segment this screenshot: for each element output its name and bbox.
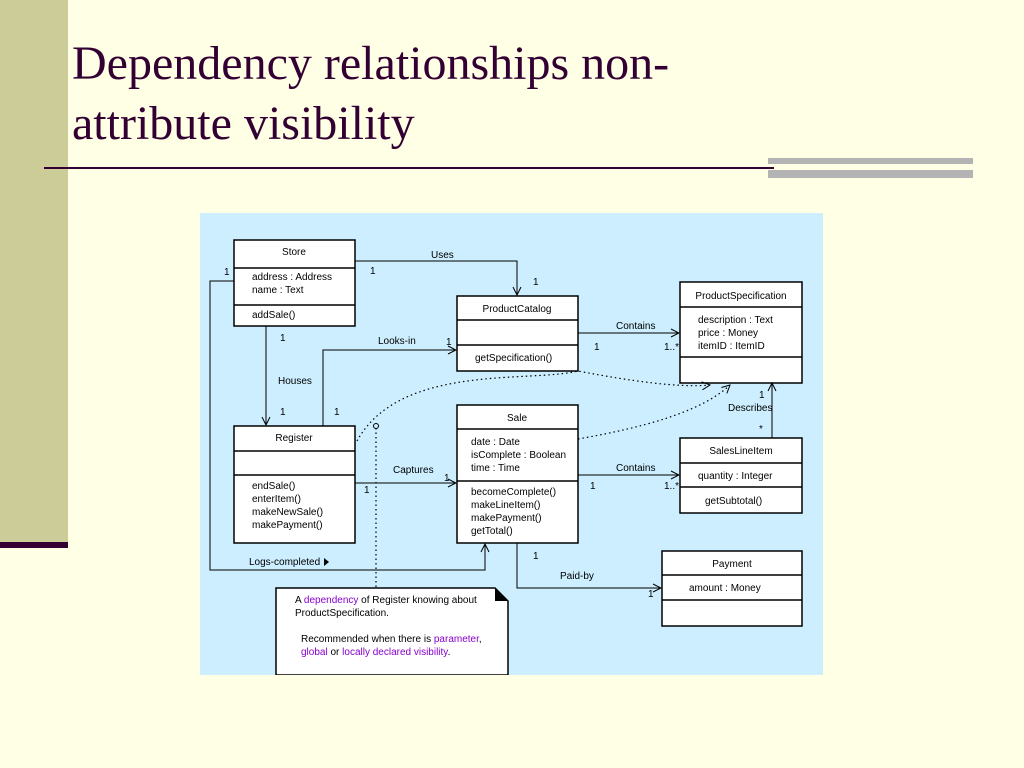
note-line-3: Recommended when there is parameter,: [301, 634, 482, 645]
multiplicity: 1: [224, 267, 230, 278]
class-sales-line-item: SalesLineItem quantity : Integer getSubt…: [679, 437, 803, 514]
class-attribute: description : Text: [698, 315, 773, 326]
class-attribute: date : Date: [471, 437, 520, 448]
class-product-specification: ProductSpecification description : Text …: [679, 281, 803, 384]
class-product-catalog: ProductCatalog getSpecification(): [456, 295, 579, 372]
association-paid-by: [516, 543, 661, 588]
assoc-label-contains-sale: Contains: [616, 463, 655, 474]
class-operation: endSale(): [252, 481, 295, 492]
uml-class-diagram: Store address : Address name : Text addS…: [200, 213, 823, 675]
class-operation: makePayment(): [252, 520, 323, 531]
class-name: Store: [282, 247, 306, 258]
assoc-label-logs-completed: Logs-completed: [249, 557, 320, 568]
multiplicity: 1: [533, 551, 539, 562]
class-operation: makeNewSale(): [252, 507, 323, 518]
multiplicity: 1: [590, 481, 596, 492]
class-attribute: quantity : Integer: [698, 471, 773, 482]
note-anchor-dot: [373, 423, 379, 429]
class-name: Sale: [507, 413, 527, 424]
association-logs-completed: [209, 280, 485, 571]
association-uses: [355, 260, 517, 295]
multiplicity: 1..*: [664, 481, 679, 492]
multiplicity: 1: [533, 277, 539, 288]
multiplicity: 1: [370, 266, 376, 277]
title-line-1: Dependency relationships non-: [72, 37, 670, 90]
title-underline: [44, 167, 774, 169]
assoc-label-uses: Uses: [431, 250, 454, 261]
multiplicity: 1..*: [664, 342, 679, 353]
dependency-note: A dependency of Register knowing about P…: [275, 587, 509, 675]
multiplicity-labels: 1 1 1 1 1 1 1 1 1..* 1 * 1 1 1 1..* 1 1: [224, 266, 765, 600]
class-operation: enterItem(): [252, 494, 301, 505]
class-operation: makePayment(): [471, 513, 542, 524]
assoc-label-paid-by: Paid-by: [560, 571, 594, 582]
class-attribute: isComplete : Boolean: [471, 450, 566, 461]
class-name: ProductSpecification: [695, 291, 786, 302]
note-line-2: ProductSpecification.: [295, 608, 389, 619]
multiplicity: 1: [759, 390, 765, 401]
sidebar-bar: [0, 0, 68, 548]
class-operation: getSpecification(): [475, 353, 552, 364]
multiplicity: 1: [364, 485, 370, 496]
association-looks-in: [322, 350, 456, 426]
class-attribute: name : Text: [252, 285, 304, 296]
class-operation: getTotal(): [471, 526, 513, 537]
assoc-label-houses: Houses: [278, 376, 312, 387]
direction-triangle-icon: [324, 558, 329, 566]
class-operation: addSale(): [252, 310, 295, 321]
multiplicity: 1: [444, 473, 450, 484]
class-sale: Sale date : Date isComplete : Boolean ti…: [456, 404, 579, 544]
diagram-canvas: Store address : Address name : Text addS…: [209, 239, 803, 675]
slide-title: Dependency relationships non- attribute …: [72, 34, 972, 154]
class-name: ProductCatalog: [483, 304, 552, 315]
class-payment: Payment amount : Money: [661, 550, 803, 627]
class-store: Store address : Address name : Text addS…: [233, 239, 356, 327]
multiplicity: 1: [280, 333, 286, 344]
class-name: Register: [275, 433, 313, 444]
title-underline-accent: [768, 158, 973, 178]
multiplicity: *: [759, 424, 763, 435]
class-attribute: price : Money: [698, 328, 758, 339]
class-name: Payment: [712, 559, 752, 570]
assoc-label-contains-catalog: Contains: [616, 321, 655, 332]
title-line-2: attribute visibility: [72, 97, 415, 150]
sidebar-accent-bar: [0, 542, 68, 548]
dependency-sale-to-specification: [577, 385, 730, 440]
class-operation: makeLineItem(): [471, 500, 540, 511]
class-register: Register endSale() enterItem() makeNewSa…: [233, 425, 356, 544]
multiplicity: 1: [334, 407, 340, 418]
class-name: SalesLineItem: [709, 446, 772, 457]
multiplicity: 1: [280, 407, 286, 418]
assoc-label-captures: Captures: [393, 465, 434, 476]
assoc-label-describes: Describes: [728, 403, 772, 414]
multiplicity: 1: [446, 337, 452, 348]
class-attribute: time : Time: [471, 463, 520, 474]
class-attribute: itemID : ItemID: [698, 341, 765, 352]
dependency-register-to-specification: [356, 370, 710, 442]
class-operation: getSubtotal(): [705, 496, 762, 507]
class-attribute: amount : Money: [689, 583, 761, 594]
class-operation: becomeComplete(): [471, 487, 556, 498]
multiplicity: 1: [648, 589, 654, 600]
class-attribute: address : Address: [252, 272, 332, 283]
assoc-label-looks-in: Looks-in: [378, 336, 416, 347]
multiplicity: 1: [594, 342, 600, 353]
note-line-4: global or locally declared visibility.: [301, 647, 450, 658]
note-line-1: A dependency of Register knowing about: [295, 595, 477, 606]
